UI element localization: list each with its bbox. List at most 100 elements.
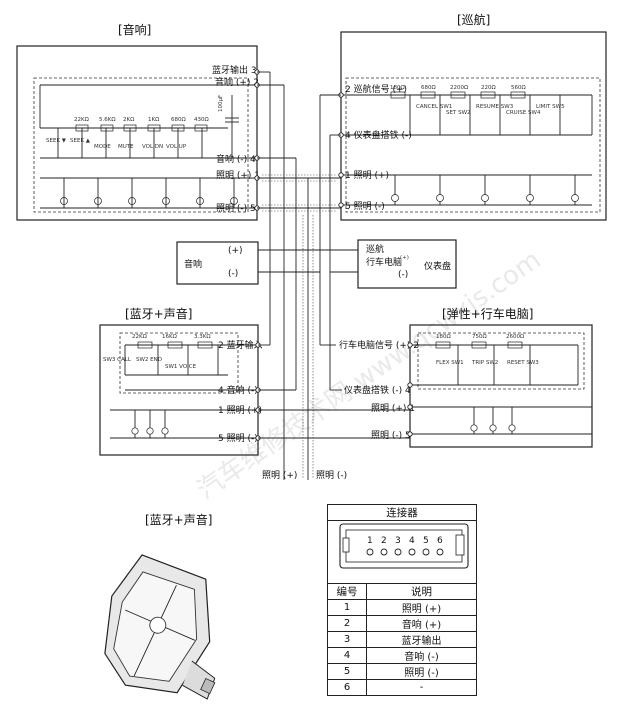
- svg-text:TRIP SW2: TRIP SW2: [471, 360, 498, 366]
- audio-cap-label: 100µF: [218, 95, 224, 112]
- cruise-module: [巡航] 180Ω 680Ω 2200Ω 220Ω 560Ω CANCEL SW…: [338, 12, 607, 221]
- svg-text:MODE: MODE: [94, 144, 111, 150]
- bottom-light-minus: 照明 (-): [316, 470, 347, 481]
- svg-text:SW2 END: SW2 END: [136, 357, 162, 363]
- svg-text:3.3KΩ: 3.3KΩ: [194, 334, 211, 340]
- bt-switches: SW3 CALL SW2 END SW1 VOICE: [103, 345, 219, 375]
- cluster-box: [357, 239, 457, 289]
- audio-module: [音响] 100µF 22KΩ 5.6KΩ 2KΩ 1KΩ 680Ω 430Ω: [16, 22, 260, 221]
- audio-box: [16, 45, 258, 221]
- flex-inner-box: [417, 332, 585, 390]
- cruise-pin-light-minus: 5 照明 (-): [345, 201, 385, 212]
- flex-led-row: [470, 407, 516, 434]
- bt-sound-module: [蓝牙+声音] 22KΩ 16KΩ 3.3KΩ SW3 CALL SW2 END…: [99, 306, 410, 456]
- audio-pin-bt-out: 蓝牙输出 3: [212, 64, 257, 76]
- flex-pin-light-minus: 照明 (-) 5: [371, 430, 411, 441]
- svg-text:680Ω: 680Ω: [421, 85, 436, 91]
- cruise-pin-light-plus: 1 照明 (+): [345, 170, 389, 181]
- audio-pin-audio-plus: 音响 (+) 2: [215, 76, 259, 88]
- svg-text:2600Ω: 2600Ω: [506, 334, 524, 340]
- flex-pin-ground: 仪表盘搭铁 (-) 4: [344, 384, 411, 396]
- svg-text:22KΩ: 22KΩ: [132, 334, 147, 340]
- cluster-plus: (+): [400, 255, 409, 261]
- bt-pin-in: 2 蓝牙输入: [218, 339, 263, 351]
- bottom-light-plus: 照明 (+): [262, 470, 297, 481]
- speaker-block: 音响 (+) (-): [176, 241, 259, 285]
- cruise-pin-signal: 2 巡航信号 (+): [345, 83, 407, 95]
- audio-resistor-ladder: 22KΩ 5.6KΩ 2KΩ 1KΩ 680Ω 430Ω: [74, 117, 209, 132]
- bt-pin-audio-minus: 4 音响 (-): [218, 384, 258, 396]
- audio-pin-light-plus: 照明 (+) 1: [216, 170, 260, 181]
- table-row: 2 音响 (+): [327, 615, 477, 632]
- svg-text:2200Ω: 2200Ω: [450, 85, 468, 91]
- flex-title: [弹性+行车电脑]: [442, 306, 533, 321]
- bt-resistor-ladder: 22KΩ 16KΩ 3.3KΩ: [132, 334, 213, 349]
- svg-text:220Ω: 220Ω: [481, 85, 496, 91]
- cruise-led-row: [391, 175, 579, 205]
- cruise-resistor-ladder: 180Ω 680Ω 2200Ω 220Ω 560Ω: [390, 85, 526, 99]
- svg-text:180Ω: 180Ω: [436, 334, 451, 340]
- table-row: 5 照明 (-): [327, 663, 477, 680]
- bt-sound-inner-box: [119, 332, 239, 394]
- connector-title: 连接器: [327, 504, 477, 521]
- flex-module: [弹性+行车电脑] 180Ω 750Ω 2600Ω FLEX SW1 TRIP …: [320, 306, 593, 448]
- audio-pin-audio-minus: 音响 (-) 4: [216, 153, 256, 165]
- svg-text:MUTE: MUTE: [118, 144, 134, 150]
- cruise-title: [巡航]: [457, 12, 490, 27]
- bt-led-row: [131, 410, 169, 438]
- svg-text:VOL UP: VOL UP: [166, 144, 187, 150]
- svg-text:FLEX SW1: FLEX SW1: [436, 360, 464, 366]
- header-no: 编号: [327, 583, 367, 600]
- audio-title: [音响]: [118, 22, 151, 37]
- svg-text:22KΩ: 22KΩ: [74, 117, 89, 123]
- svg-text:5.6KΩ: 5.6KΩ: [99, 117, 116, 123]
- cruise-pin-ground: 4 仪表盘搭铁 (-): [345, 129, 412, 141]
- svg-text:180Ω: 180Ω: [390, 85, 405, 91]
- cruise-switches: CANCEL SW1 SET SW2 RESUME SW3 CRUISE SW4…: [409, 95, 565, 135]
- svg-text:RESET SW3: RESET SW3: [507, 360, 539, 366]
- svg-text:SW3 CALL: SW3 CALL: [103, 357, 132, 363]
- svg-text:VOL DN: VOL DN: [142, 144, 163, 150]
- svg-text:16KΩ: 16KΩ: [162, 334, 177, 340]
- svg-text:750Ω: 750Ω: [472, 334, 487, 340]
- bt-switch-illustration: [104, 554, 216, 700]
- audio-switches: SEEK ▼ SEEK ▲ MODE MUTE VOL DN VOL UP: [46, 128, 203, 158]
- speaker-label: 音响: [184, 258, 202, 270]
- audio-led-row: [60, 178, 238, 208]
- cluster-line1: 巡航: [366, 243, 384, 255]
- bt-sound-title: [蓝牙+声音]: [125, 306, 192, 321]
- audio-inner-box: [33, 77, 249, 213]
- bt-photo-title: [蓝牙+声音]: [145, 512, 212, 527]
- cluster-line2: 行车电脑: [366, 256, 402, 268]
- svg-text:SET SW2: SET SW2: [446, 110, 471, 116]
- svg-text:SEEK ▼: SEEK ▼: [46, 138, 67, 144]
- svg-text:680Ω: 680Ω: [171, 117, 186, 123]
- svg-text:560Ω: 560Ω: [511, 85, 526, 91]
- cruise-box: [340, 31, 607, 221]
- table-row: 6 -: [327, 679, 477, 696]
- svg-text:CRUISE SW4: CRUISE SW4: [506, 110, 541, 116]
- flex-resistor-ladder: 180Ω 750Ω 2600Ω: [435, 334, 524, 349]
- connector-table: 连接器 编号 说明 1 照明 (+) 2 音响 (+) 3 蓝牙输出 4 音响 …: [327, 504, 477, 696]
- bt-pin-light-plus: 1 照明 (+): [218, 405, 262, 416]
- flex-pin-light-plus: 照明 (+) 1: [371, 403, 415, 414]
- table-row: 4 音响 (-): [327, 647, 477, 664]
- cruise-inner-box: [345, 77, 601, 213]
- bt-pin-light-minus: 5 照明 (-): [218, 433, 258, 444]
- cluster-block: 巡航 行车电脑 (+) (-) 仪表盘: [357, 239, 457, 289]
- svg-text:430Ω: 430Ω: [194, 117, 209, 123]
- svg-text:SW1 VOICE: SW1 VOICE: [165, 364, 197, 370]
- svg-text:SEEK ▲: SEEK ▲: [70, 138, 91, 144]
- svg-text:2KΩ: 2KΩ: [123, 117, 134, 123]
- table-row: 1 照明 (+): [327, 599, 477, 616]
- speaker-box: [176, 241, 259, 285]
- header-desc: 说明: [366, 583, 477, 600]
- speaker-minus: (-): [228, 269, 238, 279]
- cluster-minus: (-): [398, 270, 408, 280]
- svg-text:1KΩ: 1KΩ: [148, 117, 159, 123]
- table-row: 3 蓝牙输出: [327, 631, 477, 648]
- flex-switches: FLEX SW1 TRIP SW2 RESET SW3: [436, 345, 539, 385]
- speaker-plus: (+): [228, 246, 243, 256]
- audio-pin-light-minus: 照明 (-) 5: [216, 203, 256, 214]
